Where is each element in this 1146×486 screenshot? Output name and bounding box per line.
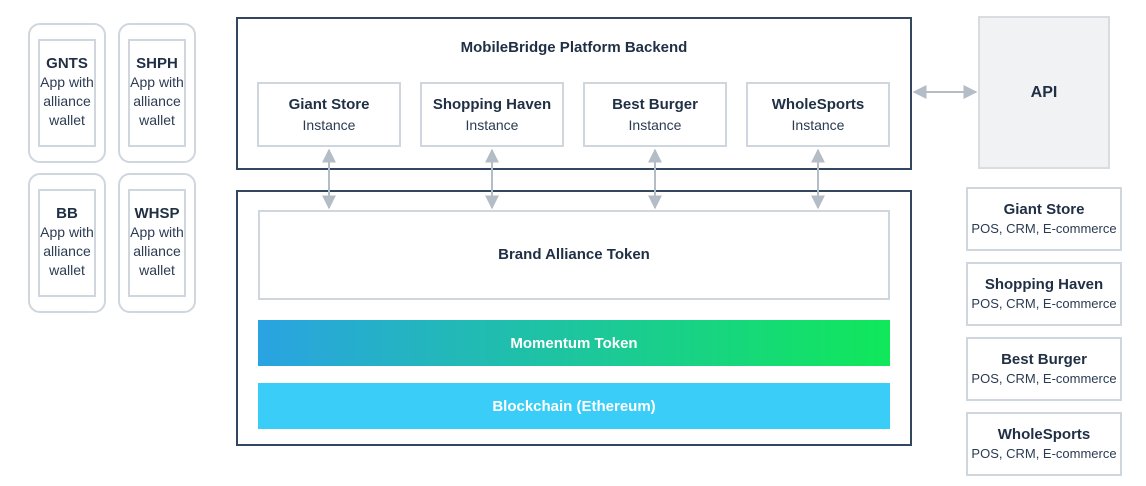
instance-sub: Instance bbox=[302, 116, 356, 133]
brand-alliance-token: Brand Alliance Token bbox=[258, 210, 890, 300]
system-sub: POS, CRM, E-commerce bbox=[971, 446, 1117, 461]
instance-best-burger: Best Burger Instance bbox=[583, 82, 727, 147]
momentum-token-bar: Momentum Token bbox=[258, 320, 890, 366]
phone-bb: BB App with alliance wallet bbox=[28, 173, 106, 313]
phone-desc: App with alliance wallet bbox=[40, 224, 94, 278]
phone-code: GNTS bbox=[46, 55, 88, 72]
api-label: API bbox=[1030, 83, 1058, 101]
system-sub: POS, CRM, E-commerce bbox=[971, 221, 1117, 236]
instance-sub: Instance bbox=[465, 116, 519, 133]
phone-screen: WHSP App with alliance wallet bbox=[128, 189, 186, 297]
system-name: Giant Store bbox=[1003, 201, 1085, 218]
instance-name: Best Burger bbox=[612, 95, 698, 113]
system-sub: POS, CRM, E-commerce bbox=[971, 296, 1117, 311]
brand-alliance-token-label: Brand Alliance Token bbox=[498, 246, 650, 263]
instance-sub: Instance bbox=[628, 116, 682, 133]
phone-shph: SHPH App with alliance wallet bbox=[118, 23, 196, 163]
system-sub: POS, CRM, E-commerce bbox=[971, 371, 1117, 386]
instance-giant-store: Giant Store Instance bbox=[257, 82, 401, 147]
phone-whsp: WHSP App with alliance wallet bbox=[118, 173, 196, 313]
phone-code: SHPH bbox=[136, 55, 178, 72]
phone-gnts: GNTS App with alliance wallet bbox=[28, 23, 106, 163]
system-giant-store: Giant Store POS, CRM, E-commerce bbox=[966, 187, 1122, 251]
system-best-burger: Best Burger POS, CRM, E-commerce bbox=[966, 337, 1122, 401]
phone-screen: BB App with alliance wallet bbox=[38, 189, 96, 297]
phone-screen: GNTS App with alliance wallet bbox=[38, 39, 96, 147]
instance-name: Shopping Haven bbox=[432, 95, 552, 113]
system-name: Best Burger bbox=[1001, 351, 1087, 368]
phone-screen: SHPH App with alliance wallet bbox=[128, 39, 186, 147]
backend-title: MobileBridge Platform Backend bbox=[460, 39, 688, 56]
phone-desc: App with alliance wallet bbox=[130, 74, 184, 128]
instance-sub: Instance bbox=[791, 116, 845, 133]
phone-code: WHSP bbox=[134, 205, 180, 222]
system-name: Shopping Haven bbox=[984, 276, 1104, 293]
instance-shopping-haven: Shopping Haven Instance bbox=[420, 82, 564, 147]
phone-desc: App with alliance wallet bbox=[130, 224, 184, 278]
system-wholesports: WholeSports POS, CRM, E-commerce bbox=[966, 412, 1122, 476]
system-shopping-haven: Shopping Haven POS, CRM, E-commerce bbox=[966, 262, 1122, 326]
blockchain-bar: Blockchain (Ethereum) bbox=[258, 383, 890, 429]
blockchain-label: Blockchain (Ethereum) bbox=[492, 397, 656, 415]
phone-desc: App with alliance wallet bbox=[40, 74, 94, 128]
instance-name: Giant Store bbox=[288, 95, 370, 113]
api-box: API bbox=[978, 16, 1110, 169]
instance-name: WholeSports bbox=[771, 95, 865, 113]
momentum-token-label: Momentum Token bbox=[510, 334, 638, 352]
system-name: WholeSports bbox=[997, 426, 1091, 443]
phone-code: BB bbox=[56, 205, 78, 222]
instance-wholesports: WholeSports Instance bbox=[746, 82, 890, 147]
